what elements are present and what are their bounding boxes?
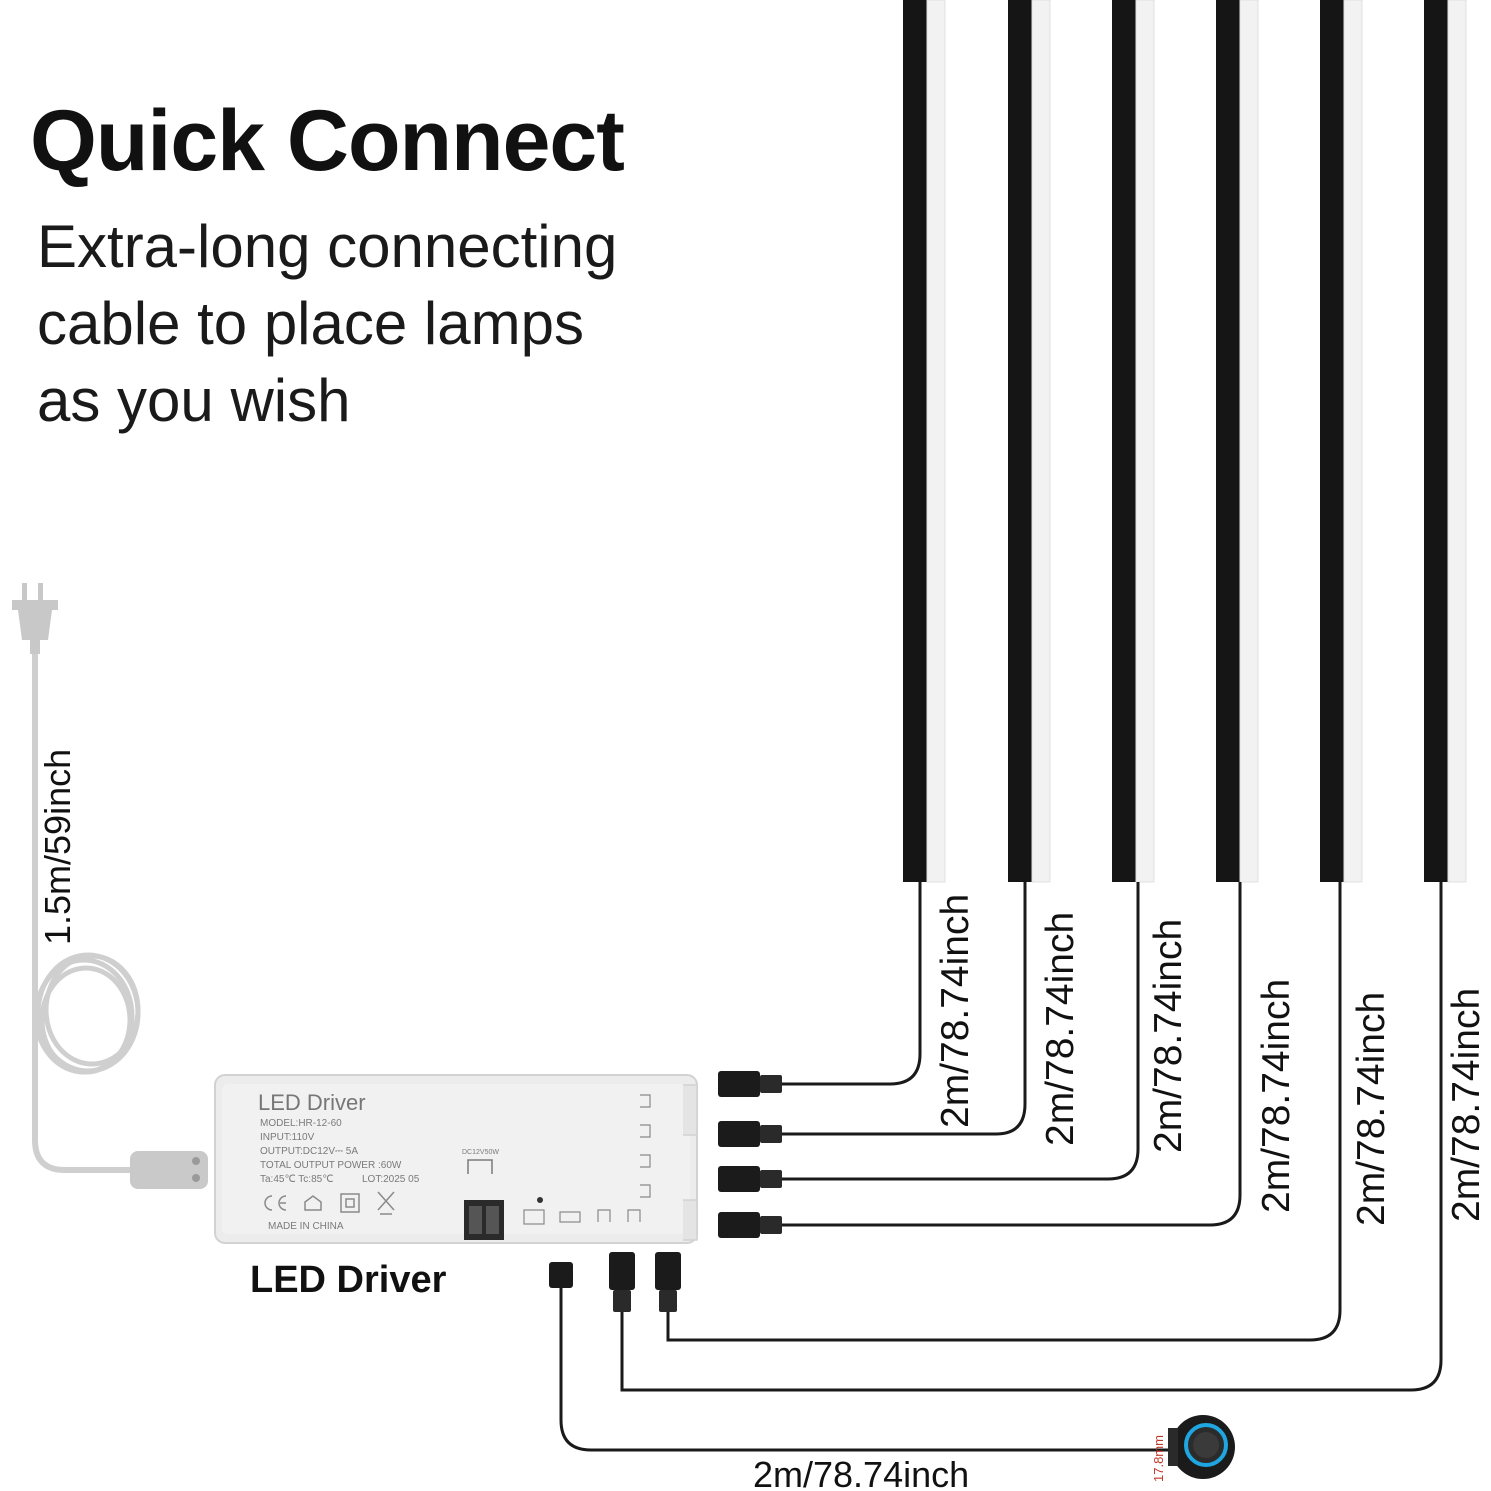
driver-label-title: LED Driver [258, 1090, 366, 1115]
lamp-cable-2 [780, 882, 1027, 1136]
lamp-cable-length-label-4: 2m/78.74inch [1255, 979, 1298, 1213]
lamp-strip-1-black [903, 0, 927, 882]
power-cord: 1.5m/59inch [12, 583, 208, 1189]
lamp-strip-4-black [1216, 0, 1240, 882]
switch-cable-length-label: 2m/78.74inch [753, 1454, 969, 1491]
subtitle-line-1: Extra-long connecting [37, 213, 618, 280]
power-cord-line [32, 654, 135, 1173]
lamp-connector-3-tip [760, 1170, 782, 1188]
driver-label-made-in: MADE IN CHINA [268, 1221, 344, 1232]
lamp-cable-length-label-3: 2m/78.74inch [1147, 919, 1190, 1153]
lamp-connector-1-tip [760, 1075, 782, 1093]
lamp-connector-1 [718, 1071, 760, 1097]
lamp-cable-1 [780, 882, 922, 1086]
driver-input-socket [464, 1200, 504, 1240]
plug-icon [12, 583, 58, 654]
lamp-connector-6-tip [613, 1290, 631, 1312]
driver-label-output: OUTPUT:DC12V⎓ 5A [260, 1146, 358, 1157]
lamp-strip-5-white [1343, 0, 1363, 883]
led-driver: LED Driver MODEL:HR-12-60 INPUT:110V OUT… [214, 1074, 698, 1301]
lamp-cable-4 [780, 882, 1242, 1227]
lamp-cable-length-label-6: 2m/78.74inch [1445, 988, 1488, 1222]
lamp-strip-3-white [1135, 0, 1155, 883]
lamp-cable-5 [666, 882, 1342, 1342]
cord-connector [130, 1151, 208, 1189]
lamp-strip-1-white [926, 0, 946, 883]
driver-caption: LED Driver [250, 1259, 447, 1301]
output-cables: 2m/78.74inch 2m/78.74inch 2m/78.74inch 2m/7… [549, 0, 1488, 1452]
lamp-cable-length-label-2: 2m/78.74inch [1039, 912, 1082, 1146]
driver-port-mark: DC12V50W [462, 1149, 499, 1156]
lamp-strip-2-white [1031, 0, 1051, 883]
lamp-cable-3 [780, 882, 1140, 1181]
lamp-strip-6-black [1424, 0, 1448, 882]
lamp-connector-2-tip [760, 1125, 782, 1143]
lamp-connector-6 [609, 1252, 635, 1290]
lamp-strip-3-black [1112, 0, 1136, 882]
lamp-connector-4-tip [760, 1216, 782, 1234]
lamp-connector-5 [655, 1252, 681, 1290]
lamp-strip-2-black [1008, 0, 1032, 882]
lamp-connector-3 [718, 1166, 760, 1192]
driver-label-input: INPUT:110V [260, 1132, 315, 1143]
driver-label-lot: LOT:2025 05 [362, 1174, 420, 1185]
touch-switch: 17.8mm 2m/78.74inch [753, 1415, 1235, 1491]
lamp-strip-6-white [1447, 0, 1467, 883]
lamp-strip-5-black [1320, 0, 1344, 882]
lamp-strip-4-white [1239, 0, 1259, 883]
switch-connector [549, 1262, 573, 1288]
lamp-cable-length-label-5: 2m/78.74inch [1350, 992, 1393, 1226]
lamp-cable-6 [620, 882, 1443, 1392]
driver-label-model: MODEL:HR-12-60 [260, 1118, 342, 1129]
cord-coil [33, 952, 141, 1075]
switch-diameter-label: 17.8mm [1151, 1435, 1166, 1482]
power-cord-length-label: 1.5m/59inch [37, 749, 78, 945]
subtitle-line-3: as you wish [37, 367, 351, 434]
lamp-connector-5-tip [659, 1290, 677, 1312]
certification-icons [264, 1191, 395, 1215]
touch-switch-icon [1168, 1415, 1235, 1479]
page-subtitle: Extra-long connecting cable to place lam… [37, 208, 617, 439]
driver-output-marks [640, 1094, 651, 1198]
driver-label-total-power: TOTAL OUTPUT POWER :60W [260, 1160, 402, 1171]
subtitle-line-2: cable to place lamps [37, 290, 584, 357]
lamp-cable-length-label-1: 2m/78.74inch [934, 894, 977, 1128]
page-title: Quick Connect [30, 93, 625, 189]
driver-label-temps: Ta:45℃ Tc:85℃ [260, 1174, 333, 1185]
lamp-connector-2 [718, 1121, 760, 1147]
lamp-connector-4 [718, 1212, 760, 1238]
switch-cable [559, 1288, 1170, 1452]
